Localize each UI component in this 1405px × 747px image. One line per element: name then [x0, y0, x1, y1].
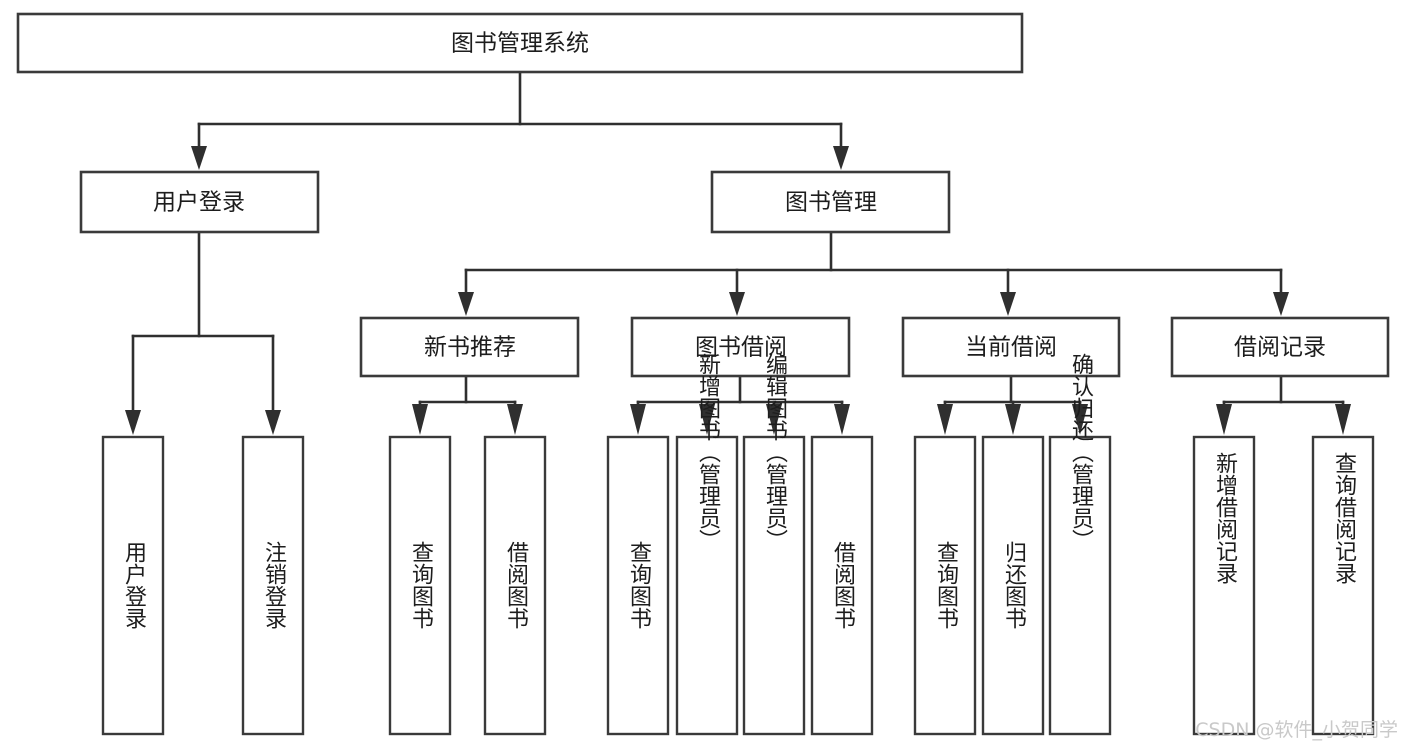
node-book-manage-label: 图书管理 [785, 190, 877, 216]
node-root-label: 图书管理系统 [451, 31, 589, 57]
arrow-bb-leaf4 [834, 404, 850, 435]
arrow-cb-leaf3 [1072, 404, 1088, 435]
node-leaf-query-record-label: 查询借阅记录 [1331, 452, 1357, 584]
node-leaf-query-book-3-box[interactable] [913, 435, 977, 736]
node-leaf-query-book-1-label: 查询图书 [408, 541, 434, 629]
node-leaf-user-login-label: 用户登录 [121, 541, 147, 629]
node-leaf-borrow-book-1-label: 借阅图书 [503, 541, 529, 629]
node-current-borrow-box[interactable] [901, 316, 1121, 378]
node-leaf-confirm-return-label: 确认归还（管理员） [1068, 353, 1094, 551]
arrow-br-leaf1 [1216, 404, 1232, 435]
arrow-nbr-leaf1 [412, 404, 428, 435]
node-leaf-add-book-box[interactable] [675, 435, 739, 736]
arrow-to-current-borrow [1000, 292, 1016, 316]
arrow-to-borrow-record [1273, 292, 1289, 316]
arrow-nbr-leaf2 [507, 404, 523, 435]
node-root[interactable]: 图书管理系统 [16, 12, 1024, 74]
connector-group-book-manage [458, 230, 1289, 316]
node-leaf-user-logout-label: 注销登录 [261, 541, 287, 629]
node-leaf-return-book-label: 归还图书 [1001, 541, 1027, 629]
node-leaf-user-login-box[interactable] [101, 435, 165, 736]
node-new-book-rec[interactable]: 新书推荐 [359, 316, 580, 378]
arrow-ul-leaf2 [265, 410, 281, 435]
node-leaf-user-logout[interactable]: 注销登录 [241, 435, 305, 736]
node-leaf-borrow-book-2[interactable]: 借阅图书 [810, 435, 874, 736]
arrow-br-leaf2 [1335, 404, 1351, 435]
node-new-book-rec-box[interactable] [359, 316, 580, 378]
connector-group-root [191, 70, 849, 170]
arrow-to-book-borrow [729, 292, 745, 316]
node-leaf-edit-book[interactable]: 编辑图书（管理员） [742, 353, 806, 736]
connector-group-user-login [125, 230, 281, 435]
node-leaf-borrow-book-1[interactable]: 借阅图书 [483, 435, 547, 736]
node-leaf-add-book-label: 新增图书（管理员） [695, 353, 721, 551]
node-leaf-borrow-book-2-label: 借阅图书 [830, 541, 856, 629]
node-new-book-rec-label: 新书推荐 [424, 335, 516, 361]
node-leaf-confirm-return-box[interactable] [1048, 435, 1112, 736]
arrow-cb-leaf1 [937, 404, 953, 435]
connector-group-borrow-record [1216, 374, 1351, 435]
node-book-borrow-box[interactable] [630, 316, 851, 378]
node-leaf-return-book[interactable]: 归还图书 [981, 435, 1045, 736]
node-leaf-query-book-1-box[interactable] [388, 435, 452, 736]
arrow-to-user-login [191, 146, 207, 170]
arrow-bb-leaf2 [699, 404, 715, 435]
arrow-to-new-book-rec [458, 292, 474, 316]
connector-group-current-borrow [937, 374, 1088, 435]
connector-group-book-borrow [630, 374, 850, 435]
node-leaf-query-book-2-box[interactable] [606, 435, 670, 736]
node-leaf-add-record[interactable]: 新增借阅记录 [1192, 435, 1256, 736]
node-leaf-query-record-box[interactable] [1311, 435, 1375, 736]
connector-group-new-book-rec [412, 374, 523, 435]
node-leaf-borrow-book-2-box[interactable] [810, 435, 874, 736]
arrow-bb-leaf1 [630, 404, 646, 435]
node-book-borrow[interactable]: 图书借阅 [630, 316, 851, 378]
node-leaf-edit-book-box[interactable] [742, 435, 806, 736]
node-book-borrow-label: 图书借阅 [695, 335, 787, 361]
node-user-login[interactable]: 用户登录 [79, 170, 320, 234]
node-leaf-return-book-box[interactable] [981, 435, 1045, 736]
node-leaf-confirm-return[interactable]: 确认归还（管理员） [1048, 353, 1112, 736]
node-current-borrow[interactable]: 当前借阅 [901, 316, 1121, 378]
node-leaf-query-book-2[interactable]: 查询图书 [606, 435, 670, 736]
arrow-cb-leaf2 [1005, 404, 1021, 435]
node-leaf-add-book[interactable]: 新增图书（管理员） [675, 353, 739, 736]
node-current-borrow-label: 当前借阅 [965, 335, 1057, 361]
node-leaf-edit-book-label: 编辑图书（管理员） [762, 353, 788, 551]
node-book-manage-box[interactable] [710, 170, 951, 234]
node-leaf-add-record-label: 新增借阅记录 [1212, 452, 1238, 584]
node-user-login-label: 用户登录 [153, 190, 245, 216]
node-book-manage[interactable]: 图书管理 [710, 170, 951, 234]
node-user-login-box[interactable] [79, 170, 320, 234]
arrow-ul-leaf1 [125, 410, 141, 435]
node-borrow-record-label: 借阅记录 [1234, 335, 1326, 361]
node-leaf-add-record-box[interactable] [1192, 435, 1256, 736]
node-leaf-user-login[interactable]: 用户登录 [101, 435, 165, 736]
node-root-box[interactable] [16, 12, 1024, 74]
node-leaf-query-book-2-label: 查询图书 [626, 541, 652, 629]
node-leaf-query-record[interactable]: 查询借阅记录 [1311, 435, 1375, 736]
arrow-to-book-manage [833, 146, 849, 170]
node-borrow-record-box[interactable] [1170, 316, 1390, 378]
node-leaf-borrow-book-1-box[interactable] [483, 435, 547, 736]
node-leaf-query-book-3[interactable]: 查询图书 [913, 435, 977, 736]
node-borrow-record[interactable]: 借阅记录 [1170, 316, 1390, 378]
node-leaf-query-book-3-label: 查询图书 [933, 541, 959, 629]
csdn-watermark: CSDN @软件_小贺同学 [1195, 719, 1398, 741]
node-leaf-query-book-1[interactable]: 查询图书 [388, 435, 452, 736]
node-leaf-user-logout-box[interactable] [241, 435, 305, 736]
arrow-bb-leaf3 [766, 404, 782, 435]
